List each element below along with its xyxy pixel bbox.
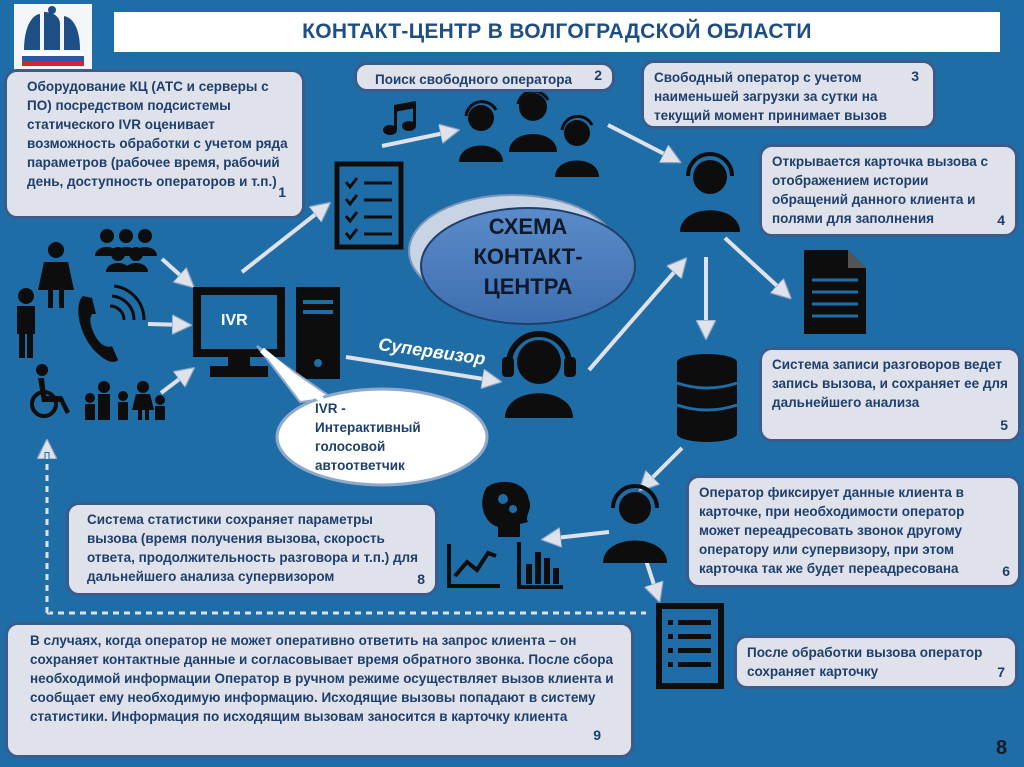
- page-title: КОНТАКТ-ЦЕНТР В ВОЛГОГРАДСКОЙ ОБЛАСТИ: [114, 12, 1000, 52]
- step-7-number: 7: [997, 664, 1005, 680]
- step-5-number: 5: [1000, 417, 1008, 433]
- family-icon: [85, 381, 165, 420]
- center-ellipse: [408, 194, 636, 325]
- checklist-icon: [334, 161, 404, 250]
- ivr-callout-bubble: [256, 345, 489, 487]
- step-7-text: После обработки вызова оператор сохраняе…: [747, 645, 983, 679]
- step-1-text: Оборудование КЦ (АТС и серверы с ПО) пос…: [27, 79, 288, 189]
- center-label-line: КОНТАКТ-: [473, 244, 583, 269]
- step-3-box: Свободный оператор с учетом наименьшей з…: [641, 60, 936, 129]
- ivr-callout-line: Интерактивный: [315, 420, 421, 435]
- step-3-text: Свободный оператор с учетом наименьшей з…: [654, 70, 887, 123]
- step-6-number: 6: [1002, 563, 1010, 579]
- operator-icon: [603, 484, 667, 563]
- step-5-box: Система записи разговоров ведет запись в…: [759, 347, 1021, 442]
- phone-icon: [78, 284, 146, 362]
- center-label: СХЕМА КОНТАКТ- ЦЕНТРА: [421, 212, 635, 302]
- step-3-number: 3: [911, 68, 919, 84]
- ivr-callout-line: IVR -: [315, 401, 346, 416]
- step-4-box: Открывается карточка вызова с отображени…: [759, 144, 1018, 237]
- bar-chart-icon: [517, 542, 563, 589]
- center-label-line: ЦЕНТРА: [483, 274, 573, 299]
- step-2-box: Поиск свободного оператора 2: [354, 62, 615, 92]
- logo-icon: [14, 4, 92, 70]
- step-8-box: Система статистики сохраняет параметры в…: [66, 502, 438, 596]
- ivr-callout-line: автоответчик: [315, 458, 405, 473]
- ivr-screen-label: IVR: [221, 312, 248, 329]
- growth-chart-icon: [447, 544, 500, 588]
- step-9-text: В случаях, когда оператор не может опера…: [30, 633, 614, 724]
- center-label-line: СХЕМА: [488, 214, 568, 239]
- step-1-box: Оборудование КЦ (АТС и серверы с ПО) пос…: [4, 69, 305, 219]
- step-7-box: После обработки вызова оператор сохраняе…: [734, 635, 1018, 689]
- page-number: 8: [996, 737, 1008, 759]
- database-icon: [676, 354, 738, 442]
- step-5-text: Система записи разговоров ведет запись в…: [772, 357, 1008, 410]
- step-4-number: 4: [997, 212, 1005, 228]
- operator-group-icon: [459, 89, 599, 177]
- document-icon: [804, 250, 866, 334]
- ivr-callout-text: IVR - Интерактивный голосовой автоответч…: [315, 399, 465, 475]
- step-9-number: 9: [593, 727, 601, 743]
- wheelchair-icon: [30, 364, 70, 418]
- card-list-icon: [656, 603, 724, 689]
- step-8-number: 8: [417, 571, 425, 587]
- music-note-icon: [383, 101, 416, 135]
- step-2-text: Поиск свободного оператора: [375, 72, 573, 87]
- people-icon: [17, 229, 157, 358]
- step-2-number: 2: [594, 67, 602, 83]
- brain-gears-icon: [482, 481, 531, 537]
- step-8-text: Система статистики сохраняет параметры в…: [87, 512, 418, 584]
- operator-icon: [680, 152, 740, 232]
- step-1-number: 1: [278, 184, 286, 200]
- computer-icon: [193, 287, 340, 379]
- step-9-box: В случаях, когда оператор не может опера…: [5, 622, 634, 758]
- ivr-callout-line: голосовой: [315, 439, 386, 454]
- headset-supervisor-icon: [502, 331, 576, 418]
- step-6-text: Оператор фиксирует данные клиента в карт…: [699, 485, 965, 576]
- step-6-box: Оператор фиксирует данные клиента в карт…: [686, 475, 1021, 588]
- step-4-text: Открывается карточка вызова с отображени…: [772, 154, 989, 226]
